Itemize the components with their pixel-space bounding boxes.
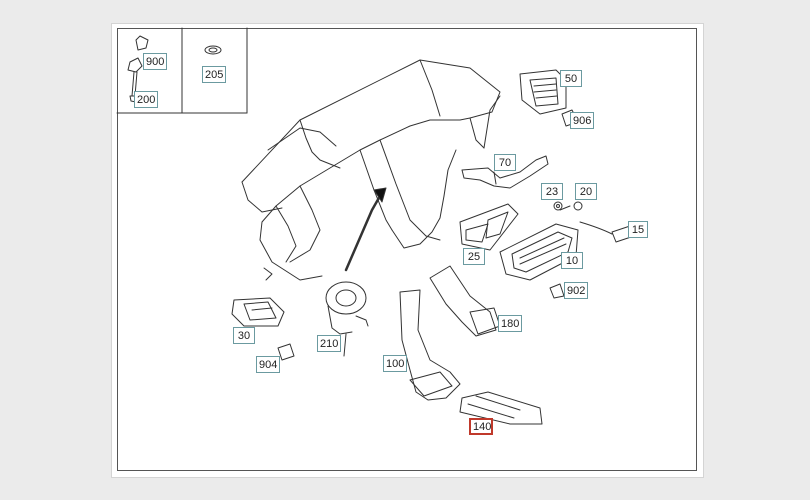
- diagram-panel: [117, 28, 697, 471]
- dashboard-outline: [241, 59, 501, 281]
- callout-902[interactable]: 902: [564, 282, 588, 299]
- callout-70[interactable]: 70: [494, 154, 516, 171]
- callout-904[interactable]: 904: [256, 356, 280, 373]
- part-210-clockspring: [325, 281, 369, 357]
- part-904-clip: [277, 343, 295, 361]
- part-70-duct: [461, 155, 549, 189]
- part-140-duct: [459, 391, 543, 425]
- callout-23[interactable]: 23: [541, 183, 563, 200]
- assembly-arrow: [344, 187, 387, 272]
- callout-200[interactable]: 200: [134, 91, 158, 108]
- callout-20[interactable]: 20: [575, 183, 597, 200]
- part-25-vent: [459, 203, 519, 251]
- part-20-screw: [559, 201, 583, 211]
- callout-50[interactable]: 50: [560, 70, 582, 87]
- inset-panels: [116, 27, 248, 114]
- part-30-side-vent: [231, 297, 285, 327]
- part-902-clip: [549, 283, 565, 299]
- callout-25[interactable]: 25: [463, 248, 485, 265]
- callout-210[interactable]: 210: [317, 335, 341, 352]
- part-205-grommet: [204, 45, 222, 55]
- part-23-nut: [553, 201, 563, 211]
- part-100-duct: [399, 289, 461, 401]
- callout-205[interactable]: 205: [202, 66, 226, 83]
- callout-906[interactable]: 906: [570, 112, 594, 129]
- callout-15[interactable]: 15: [628, 221, 648, 238]
- callout-30[interactable]: 30: [233, 327, 255, 344]
- callout-140[interactable]: 140: [469, 418, 493, 435]
- part-15-connector: [579, 221, 635, 243]
- part-50-vent: [519, 69, 567, 115]
- callout-900[interactable]: 900: [143, 53, 167, 70]
- part-180-duct: [429, 265, 501, 337]
- callout-10[interactable]: 10: [561, 252, 583, 269]
- callout-180[interactable]: 180: [498, 315, 522, 332]
- callout-100[interactable]: 100: [383, 355, 407, 372]
